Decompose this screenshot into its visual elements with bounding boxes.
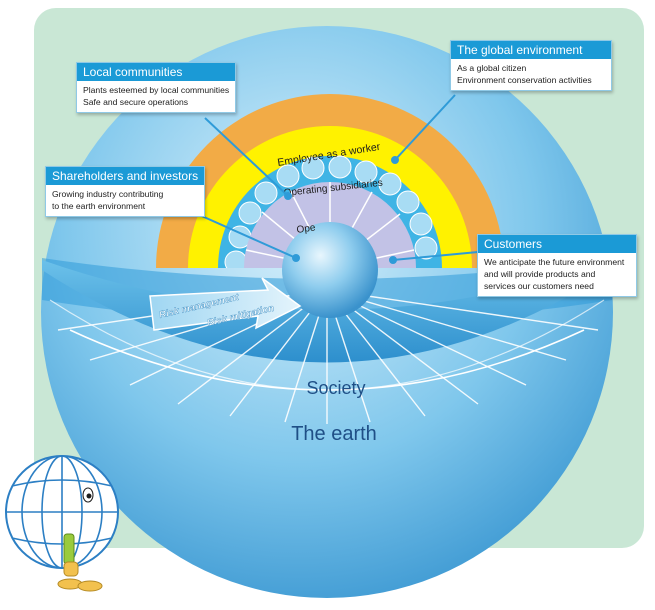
callout-local-line-1: Plants esteemed by local communities	[83, 85, 230, 95]
callout-local-body: Plants esteemed by local communities Saf…	[77, 81, 235, 112]
callout-customers: Customers We anticipate the future envir…	[477, 234, 637, 297]
callout-customers-line-3: services our customers need	[484, 281, 594, 291]
callout-shareholders: Shareholders and investors Growing indus…	[45, 166, 205, 217]
callout-shareholders-body: Growing industry contributing to the ear…	[46, 185, 204, 216]
callout-global-title: The global environment	[451, 41, 611, 59]
callout-local-line-2: Safe and secure operations	[83, 97, 189, 107]
ring-beads	[224, 155, 438, 268]
callout-shareholders-line-2: to the earth environment	[52, 201, 146, 211]
callout-customers-line-1: We anticipate the future environment	[484, 257, 625, 267]
core-sphere	[282, 222, 378, 318]
callout-customers-line-2: and will provide products and	[484, 269, 596, 279]
earth-label: The earth	[291, 423, 377, 445]
globe-mascot-icon	[5, 455, 119, 592]
callout-leaders	[194, 94, 479, 264]
risk-arrow-icon	[149, 277, 302, 331]
callout-local-communities: Local communities Plants esteemed by loc…	[76, 62, 236, 113]
callout-global-line-2: Environment conservation activities	[457, 75, 592, 85]
callout-customers-body: We anticipate the future environment and…	[478, 253, 636, 296]
callout-local-title: Local communities	[77, 63, 235, 81]
disk-outer-rim	[49, 299, 605, 391]
callout-global-environment: The global environment As a global citiz…	[450, 40, 612, 91]
callout-customers-title: Customers	[478, 235, 636, 253]
callout-global-body: As a global citizen Environment conserva…	[451, 59, 611, 90]
callout-shareholders-title: Shareholders and investors	[46, 167, 204, 185]
society-label: Society	[306, 378, 365, 398]
callout-global-line-1: As a global citizen	[457, 63, 527, 73]
ope-ring-label: Ope	[296, 222, 317, 236]
callout-shareholders-line-1: Growing industry contributing	[52, 189, 164, 199]
